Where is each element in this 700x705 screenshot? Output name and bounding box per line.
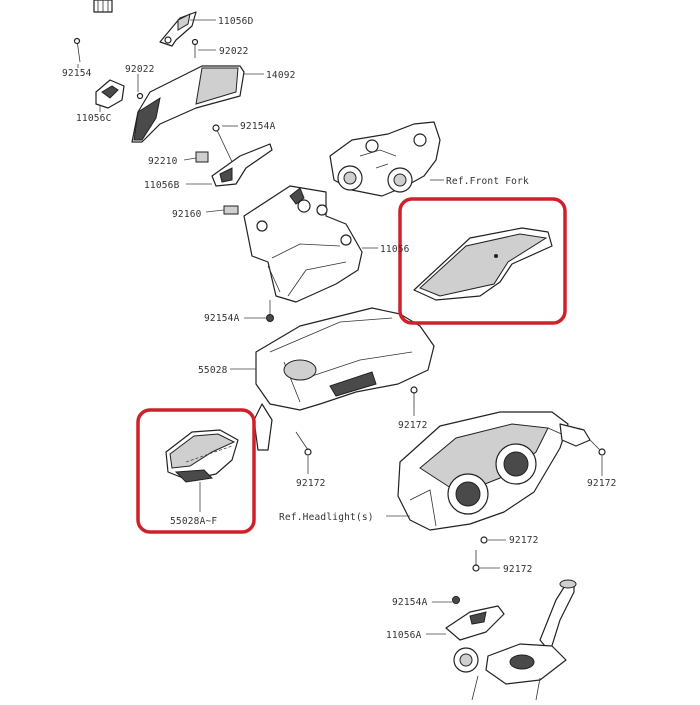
label-55028: 55028 <box>198 365 228 376</box>
nut-92154A-mid <box>244 300 274 322</box>
bolt-92022-top <box>191 38 216 58</box>
label-14092: 14092 <box>266 70 296 81</box>
label-92172-housing-lower: 92172 <box>296 478 326 489</box>
steering-stem <box>453 579 577 701</box>
cowl-14092 <box>131 65 264 143</box>
bracket-11056A <box>426 605 505 641</box>
label-92154A-upper: 92154A <box>240 121 276 132</box>
front-fork-top <box>329 121 444 197</box>
screw-92172-housing-right <box>410 386 418 416</box>
highlight-box-left <box>136 408 256 534</box>
label-92172-housing-right: 92172 <box>398 420 428 431</box>
cover-right <box>413 227 553 301</box>
highlight-box-right <box>398 197 567 325</box>
screw-92172-headlight-lower-a <box>480 536 506 544</box>
housing-55028 <box>230 307 435 451</box>
label-11056A: 11056A <box>386 630 422 641</box>
label-92210: 92210 <box>148 156 178 167</box>
label-92172-headlight-lower-a: 92172 <box>509 535 539 546</box>
screw-92154 <box>73 37 81 68</box>
label-ref-headlights: Ref.Headlight(s) <box>279 512 374 523</box>
label-92022-mid: 92022 <box>125 64 155 75</box>
screw-92172-headlight-right <box>589 439 606 476</box>
clip-92022-mid <box>136 74 144 100</box>
headlight-assembly <box>386 411 591 531</box>
screw-92172-housing-lower <box>295 431 312 474</box>
bracket-11056C <box>95 79 125 112</box>
screw-92172-headlight-lower-b <box>472 550 500 572</box>
label-92160: 92160 <box>172 209 202 220</box>
screw-92154A-upper <box>212 124 238 167</box>
bracket-11056B <box>186 143 273 187</box>
label-ref-front-fork: Ref.Front Fork <box>446 176 529 187</box>
spacer-92210 <box>183 151 209 163</box>
pad-92160 <box>205 205 239 215</box>
label-92172-headlight-right: 92172 <box>587 478 617 489</box>
label-11056D: 11056D <box>218 16 254 27</box>
label-92154A-mid: 92154A <box>204 313 240 324</box>
label-11056: 11056 <box>380 244 410 255</box>
label-55028A-F: 55028A~F <box>170 516 217 527</box>
label-92154A-lower: 92154A <box>392 597 428 608</box>
label-92154: 92154 <box>62 68 92 79</box>
label-92172-headlight-lower-b: 92172 <box>503 564 533 575</box>
label-92022-top: 92022 <box>219 46 249 57</box>
label-11056B: 11056B <box>144 180 180 191</box>
bracket-11056D <box>159 11 216 47</box>
stay-11056 <box>243 185 378 303</box>
partial-top-part <box>93 0 113 13</box>
label-11056C: 11056C <box>76 113 112 124</box>
screw-92154A-lower <box>432 596 460 604</box>
cover-55028A-F <box>165 429 239 512</box>
